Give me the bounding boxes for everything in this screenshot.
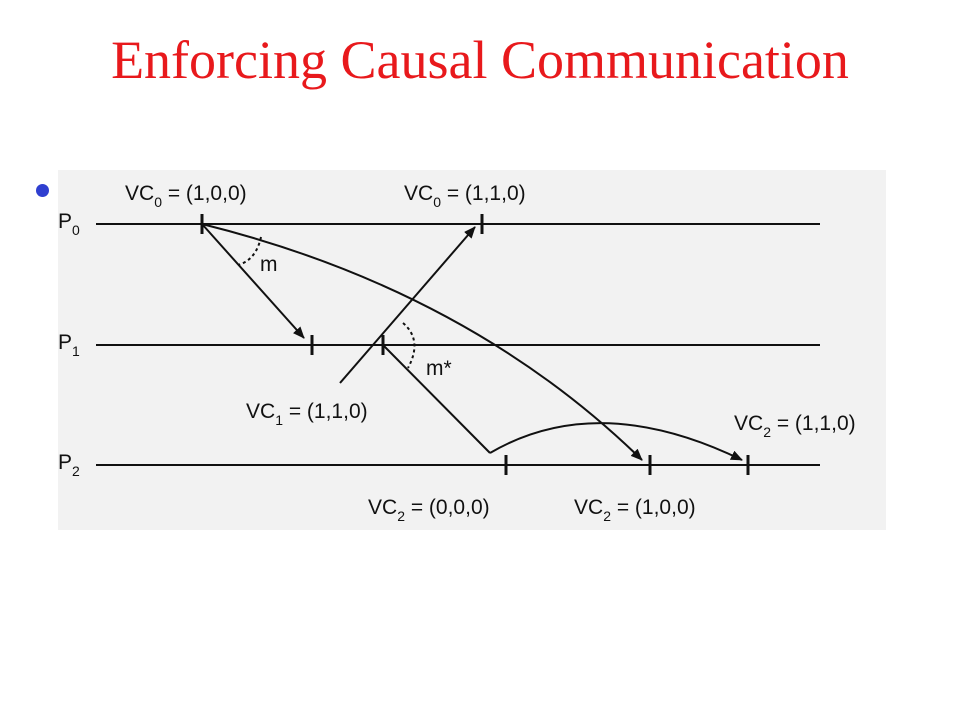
message-mstar-arrow-to-p0 — [339, 226, 476, 384]
vc1-label: VC1 = (1,1,0) — [246, 400, 368, 428]
vector-clock-diagram: P0 P1 P2 VC0 = (1,0,0) VC0 = (1,1,0) VC1… — [58, 170, 886, 530]
message-mstar-angle-mark — [402, 322, 416, 369]
vc0-label-receive: VC0 = (1,1,0) — [404, 182, 526, 210]
process-label-p2: P2 — [58, 451, 80, 479]
vc0-label-send: VC0 = (1,0,0) — [125, 182, 247, 210]
vc2-label-final: VC2 = (1,1,0) — [734, 412, 856, 440]
vc2-label-after-m: VC2 = (1,0,0) — [574, 496, 696, 524]
process-label-p0: P0 — [58, 210, 80, 238]
process-label-p1: P1 — [58, 331, 80, 359]
message-label-m: m — [260, 253, 278, 276]
message-m-angle-mark — [237, 236, 262, 266]
message-m-arrow-to-p1 — [201, 223, 305, 339]
bullet-dot — [36, 184, 49, 197]
message-mstar-arrow-to-p2 — [382, 344, 491, 454]
slide-title: Enforcing Causal Communication — [111, 30, 849, 90]
message-label-mstar: m* — [426, 357, 452, 380]
vc2-label-initial: VC2 = (0,0,0) — [368, 496, 490, 524]
message-m-arrow-to-p2 — [201, 223, 643, 461]
message-mstar-delayed-delivery-arrow — [489, 422, 743, 461]
